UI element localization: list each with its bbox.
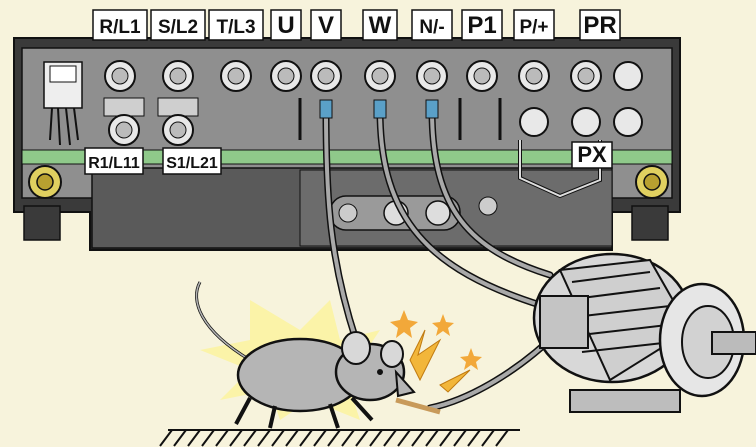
terminal-label-top: V bbox=[311, 10, 341, 40]
terminal-label-top: R/L1 bbox=[93, 10, 147, 40]
mount-screw-right bbox=[636, 166, 668, 198]
svg-text:V: V bbox=[318, 12, 334, 39]
svg-text:U: U bbox=[277, 12, 294, 39]
svg-text:T/L3: T/L3 bbox=[216, 17, 255, 38]
svg-text:PR: PR bbox=[583, 12, 616, 39]
terminal-label-top: W bbox=[363, 10, 397, 40]
svg-text:R/L1: R/L1 bbox=[99, 17, 141, 38]
terminal-label-top: U bbox=[271, 10, 301, 40]
svg-text:R1/L11: R1/L11 bbox=[88, 155, 140, 172]
terminal-box bbox=[540, 296, 588, 348]
svg-text:W: W bbox=[369, 12, 392, 39]
terminal-label-lower: PX bbox=[572, 142, 612, 168]
mount-screw-left bbox=[29, 166, 61, 198]
terminal-label-top: PR bbox=[580, 10, 620, 40]
svg-text:S1/L21: S1/L21 bbox=[166, 155, 218, 172]
ground-screw bbox=[479, 197, 497, 215]
svg-text:N/-: N/- bbox=[419, 17, 444, 38]
terminal-label-lower: S1/L21 bbox=[163, 148, 221, 174]
svg-text:PX: PX bbox=[577, 142, 607, 167]
terminal-label-top: N/- bbox=[412, 10, 452, 40]
svg-text:S/L2: S/L2 bbox=[158, 17, 198, 38]
terminal-label-top: T/L3 bbox=[209, 10, 263, 40]
terminal-label-top: P1 bbox=[462, 10, 502, 40]
svg-text:P1: P1 bbox=[467, 12, 496, 39]
terminal-label-top: P/+ bbox=[514, 10, 554, 40]
terminal-label-top: S/L2 bbox=[151, 10, 205, 40]
svg-text:P/+: P/+ bbox=[519, 17, 548, 38]
terminal-label-lower: R1/L11 bbox=[85, 148, 143, 174]
